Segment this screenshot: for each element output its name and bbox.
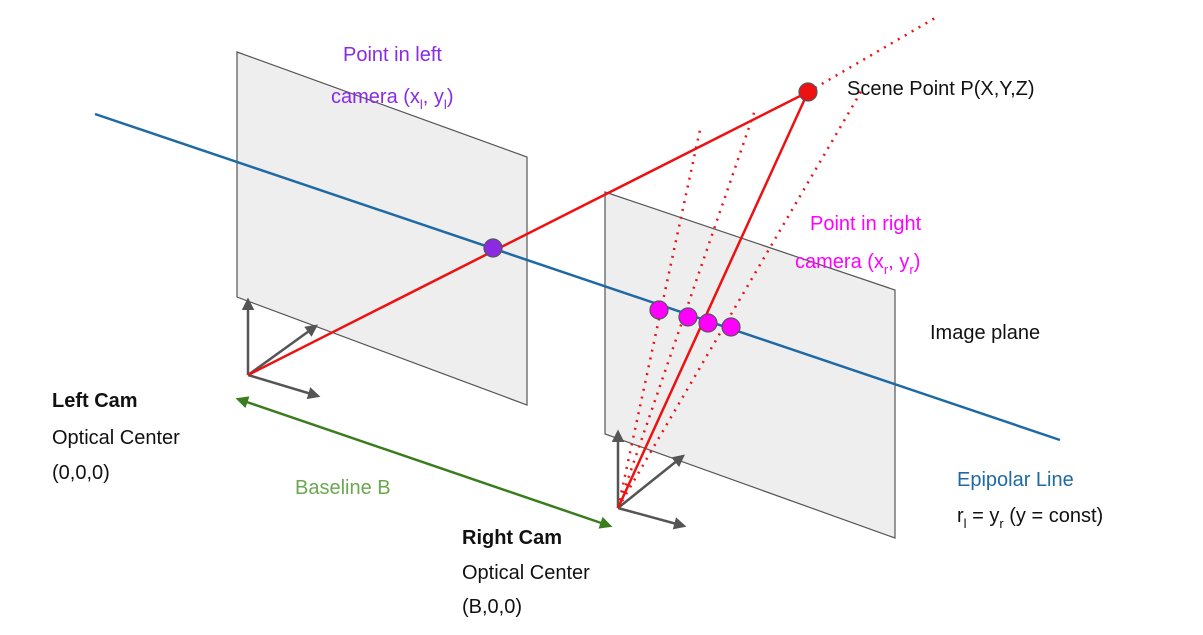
svg-text:Optical Center: Optical Center — [462, 562, 590, 584]
left-image-point — [483, 238, 503, 258]
svg-text:(B,0,0): (B,0,0) — [462, 596, 522, 618]
right-ray — [616, 91, 810, 509]
right-point-label: Point in right camera (xr, yr) — [795, 213, 922, 277]
right-camera-axes — [611, 429, 687, 530]
svg-text:Left Cam: Left Cam — [52, 390, 138, 412]
right-image-plane — [604, 191, 896, 539]
left-point-label: Point in left camera (xl, yl) — [331, 44, 453, 112]
left-camera-axes — [241, 297, 321, 400]
right-candidate-point — [649, 300, 669, 320]
left-ray — [247, 90, 809, 377]
baseline-label: Baseline B — [295, 477, 391, 499]
epipolar-line — [94, 112, 1061, 442]
baseline-arrow — [235, 396, 613, 529]
svg-text:Point in left: Point in left — [343, 44, 442, 66]
epipolar-equation: rl = yr (y = const) — [957, 505, 1103, 531]
svg-text:Point in right: Point in right — [810, 213, 922, 235]
left-cam-label: Left Cam Optical Center (0,0,0) — [52, 390, 180, 484]
right-image-point — [698, 313, 718, 333]
svg-text:Optical Center: Optical Center — [52, 427, 180, 449]
right-candidate-point — [721, 317, 741, 337]
right-candidate-point — [678, 307, 698, 327]
svg-text:(0,0,0): (0,0,0) — [52, 462, 110, 484]
epipolar-line-label: Epipolar Line — [957, 469, 1074, 491]
svg-text:camera (xr, yr): camera (xr, yr) — [795, 251, 920, 277]
svg-text:Right Cam: Right Cam — [462, 527, 562, 549]
right-cam-label: Right Cam Optical Center (B,0,0) — [462, 527, 590, 618]
scene-point-label: Scene Point P(X,Y,Z) — [847, 78, 1035, 100]
image-plane-label: Image plane — [930, 322, 1040, 344]
scene-point — [798, 82, 818, 102]
svg-text:camera (xl, yl): camera (xl, yl) — [331, 86, 453, 112]
